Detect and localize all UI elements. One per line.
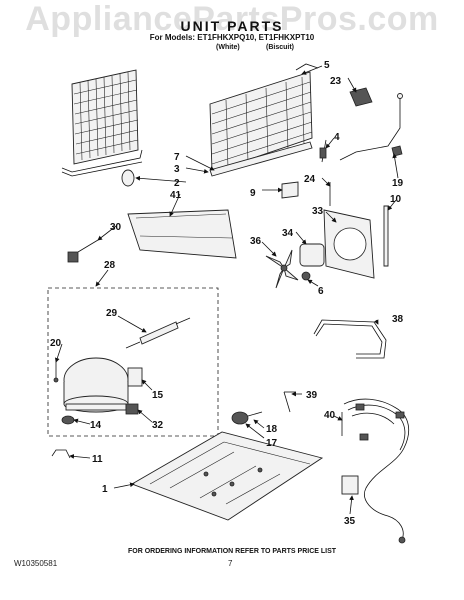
- pin: [283, 391, 291, 413]
- watermark: AppliancePartsPros.com: [25, 0, 439, 38]
- start-relay: [127, 367, 143, 387]
- callout-39: 39: [306, 390, 318, 401]
- callout-6: 6: [318, 286, 324, 297]
- drain-tray: [127, 209, 237, 259]
- harness-plug: [67, 251, 79, 263]
- defrost-sensor: [319, 147, 327, 159]
- callout-32: 32: [152, 420, 164, 431]
- callout-17: 17: [266, 438, 278, 449]
- model-numbers: For Models: ET1FHKXPQ10, ET1FHKXPT10: [149, 33, 315, 42]
- callout-15: 15: [152, 390, 164, 401]
- color-biscuit-label: (Biscuit): [266, 44, 294, 51]
- thermostat-wire: [339, 98, 401, 161]
- callout-5: 5: [324, 60, 330, 71]
- page-number: 7: [228, 559, 233, 568]
- callout-20: 20: [50, 338, 62, 349]
- grommet: [301, 271, 311, 281]
- overload: [125, 403, 139, 415]
- drain-plug: [121, 169, 135, 187]
- wire-harness: [341, 398, 410, 544]
- callout-9: 9: [250, 188, 256, 199]
- callout-10: 10: [390, 194, 402, 205]
- thermostat-bulb: [397, 93, 403, 99]
- callout-29: 29: [106, 308, 118, 319]
- filter-drier: [139, 321, 179, 345]
- callout-23: 23: [330, 76, 342, 87]
- compressor-grommet: [61, 415, 75, 425]
- base-plate: [130, 431, 324, 521]
- callout-35: 35: [344, 516, 356, 527]
- roller-axle: [247, 411, 263, 417]
- callout-14: 14: [90, 420, 102, 431]
- harness-plug-wire: [77, 239, 99, 253]
- callout-19: 19: [392, 178, 404, 189]
- callout-33: 33: [312, 206, 324, 217]
- callout-40: 40: [324, 410, 336, 421]
- compressor-kit-box: [47, 287, 219, 437]
- callout-34: 34: [282, 228, 294, 239]
- callout-38: 38: [392, 314, 404, 325]
- leader-lines: [54, 65, 399, 515]
- callout-18: 18: [266, 424, 278, 435]
- fan-blade: [265, 249, 299, 289]
- document-number: W10350581: [14, 559, 58, 568]
- callout-28: 28: [104, 260, 116, 271]
- ordering-note: FOR ORDERING INFORMATION REFER TO PARTS …: [127, 548, 337, 555]
- callout-11: 11: [92, 454, 103, 465]
- callout-24: 24: [304, 174, 316, 185]
- callout-3: 3: [174, 164, 180, 175]
- callout-41: 41: [170, 190, 182, 201]
- callout-2: 2: [174, 178, 180, 189]
- diagram-title: UNIT PARTS: [180, 18, 284, 34]
- condenser-coil: [61, 69, 143, 177]
- bracket: [281, 181, 299, 199]
- callout-labels: 5 23 7 3 2 41 4 19 9 24 10 30 33 34 36 6…: [50, 60, 404, 527]
- callout-36: 36: [250, 236, 262, 247]
- callout-4: 4: [334, 132, 340, 143]
- fan-motor: [299, 243, 325, 267]
- roller: [231, 411, 249, 425]
- evaporator-coil: [209, 63, 319, 173]
- clip: [51, 449, 71, 459]
- evaporator-cover: [349, 87, 373, 107]
- callout-30: 30: [110, 222, 122, 233]
- condensate-tube: [313, 319, 387, 359]
- callout-7: 7: [174, 152, 180, 163]
- thermostat-clip: [391, 145, 403, 157]
- seal-strip: [383, 205, 389, 267]
- compressor: [63, 357, 129, 413]
- defrost-heater: [209, 141, 313, 177]
- color-white-label: (White): [216, 44, 240, 51]
- callout-1: 1: [102, 484, 108, 495]
